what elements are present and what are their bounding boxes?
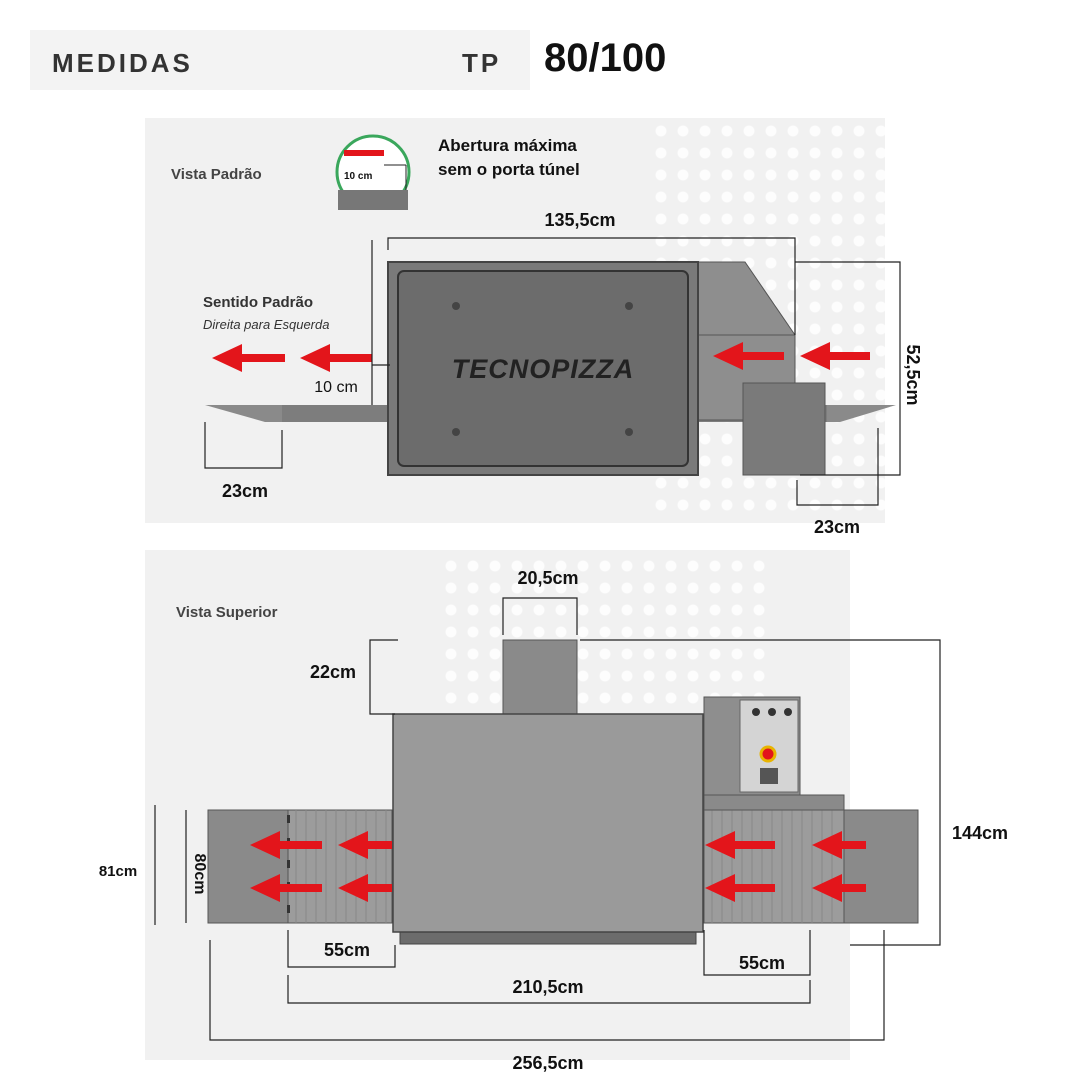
arrow-left-2 bbox=[300, 344, 372, 372]
detail-10cm: 10 cm bbox=[344, 171, 372, 182]
right-inner-belt bbox=[703, 809, 845, 924]
belt-stripes bbox=[295, 810, 833, 923]
dim-55-right: 55cm bbox=[739, 953, 785, 973]
dim-256-5: 256,5cm bbox=[512, 1053, 583, 1073]
right-belt-ramp bbox=[827, 405, 896, 422]
header-band bbox=[30, 30, 530, 90]
dim-23-right: 23cm bbox=[814, 517, 860, 537]
left-belt bbox=[282, 405, 392, 422]
dim-135: 135,5cm bbox=[544, 210, 615, 230]
arrow-right-1 bbox=[713, 342, 784, 370]
left-inner-belt bbox=[287, 809, 393, 924]
header-model: 80/100 bbox=[544, 36, 667, 80]
dim-80: 80cm bbox=[191, 854, 208, 895]
right-outer-belt bbox=[843, 809, 919, 924]
dim-20-5: 20,5cm bbox=[517, 568, 578, 588]
oven-top bbox=[392, 713, 704, 933]
front-dim-lines bbox=[204, 237, 901, 506]
dim-52: 52,5cm bbox=[903, 344, 923, 405]
opening-note-line1: Abertura máxima bbox=[438, 136, 577, 155]
dim-81: 81cm bbox=[99, 863, 137, 880]
dim-22: 22cm bbox=[310, 662, 356, 682]
top-view-label: Vista Superior bbox=[176, 604, 278, 621]
emergency-stop-icon bbox=[759, 745, 777, 763]
chimney bbox=[502, 639, 578, 715]
direction-subtitle: Direita para Esquerda bbox=[203, 317, 330, 332]
oven-panel bbox=[397, 270, 689, 467]
dim-23-left: 23cm bbox=[222, 481, 268, 501]
front-view-label: Vista Padrão bbox=[171, 166, 262, 183]
left-outer-belt bbox=[207, 809, 289, 924]
direction-title: Sentido Padrão bbox=[203, 294, 314, 311]
dim-55-left: 55cm bbox=[324, 940, 370, 960]
control-box bbox=[742, 382, 826, 476]
arrow-left-1 bbox=[212, 344, 285, 372]
header-tp: TP bbox=[462, 48, 502, 78]
top-dim-lines bbox=[154, 597, 941, 1041]
brand-logo: TECNOPIZZA bbox=[452, 354, 635, 384]
front-arrows bbox=[212, 342, 870, 372]
top-arrows bbox=[250, 831, 866, 902]
opening-note-line2: sem o porta túnel bbox=[438, 160, 580, 179]
header-medidas: MEDIDAS bbox=[52, 48, 193, 78]
top-dots bbox=[440, 555, 770, 715]
arrow-right-2 bbox=[800, 342, 870, 370]
opening-detail-circle: 10 cm bbox=[335, 134, 411, 210]
dim-10cm: 10 cm bbox=[314, 379, 358, 396]
dim-144: 144cm bbox=[952, 823, 1008, 843]
dim-210-5: 210,5cm bbox=[512, 977, 583, 997]
display-screen bbox=[760, 768, 778, 784]
left-belt-ramp bbox=[205, 405, 282, 422]
